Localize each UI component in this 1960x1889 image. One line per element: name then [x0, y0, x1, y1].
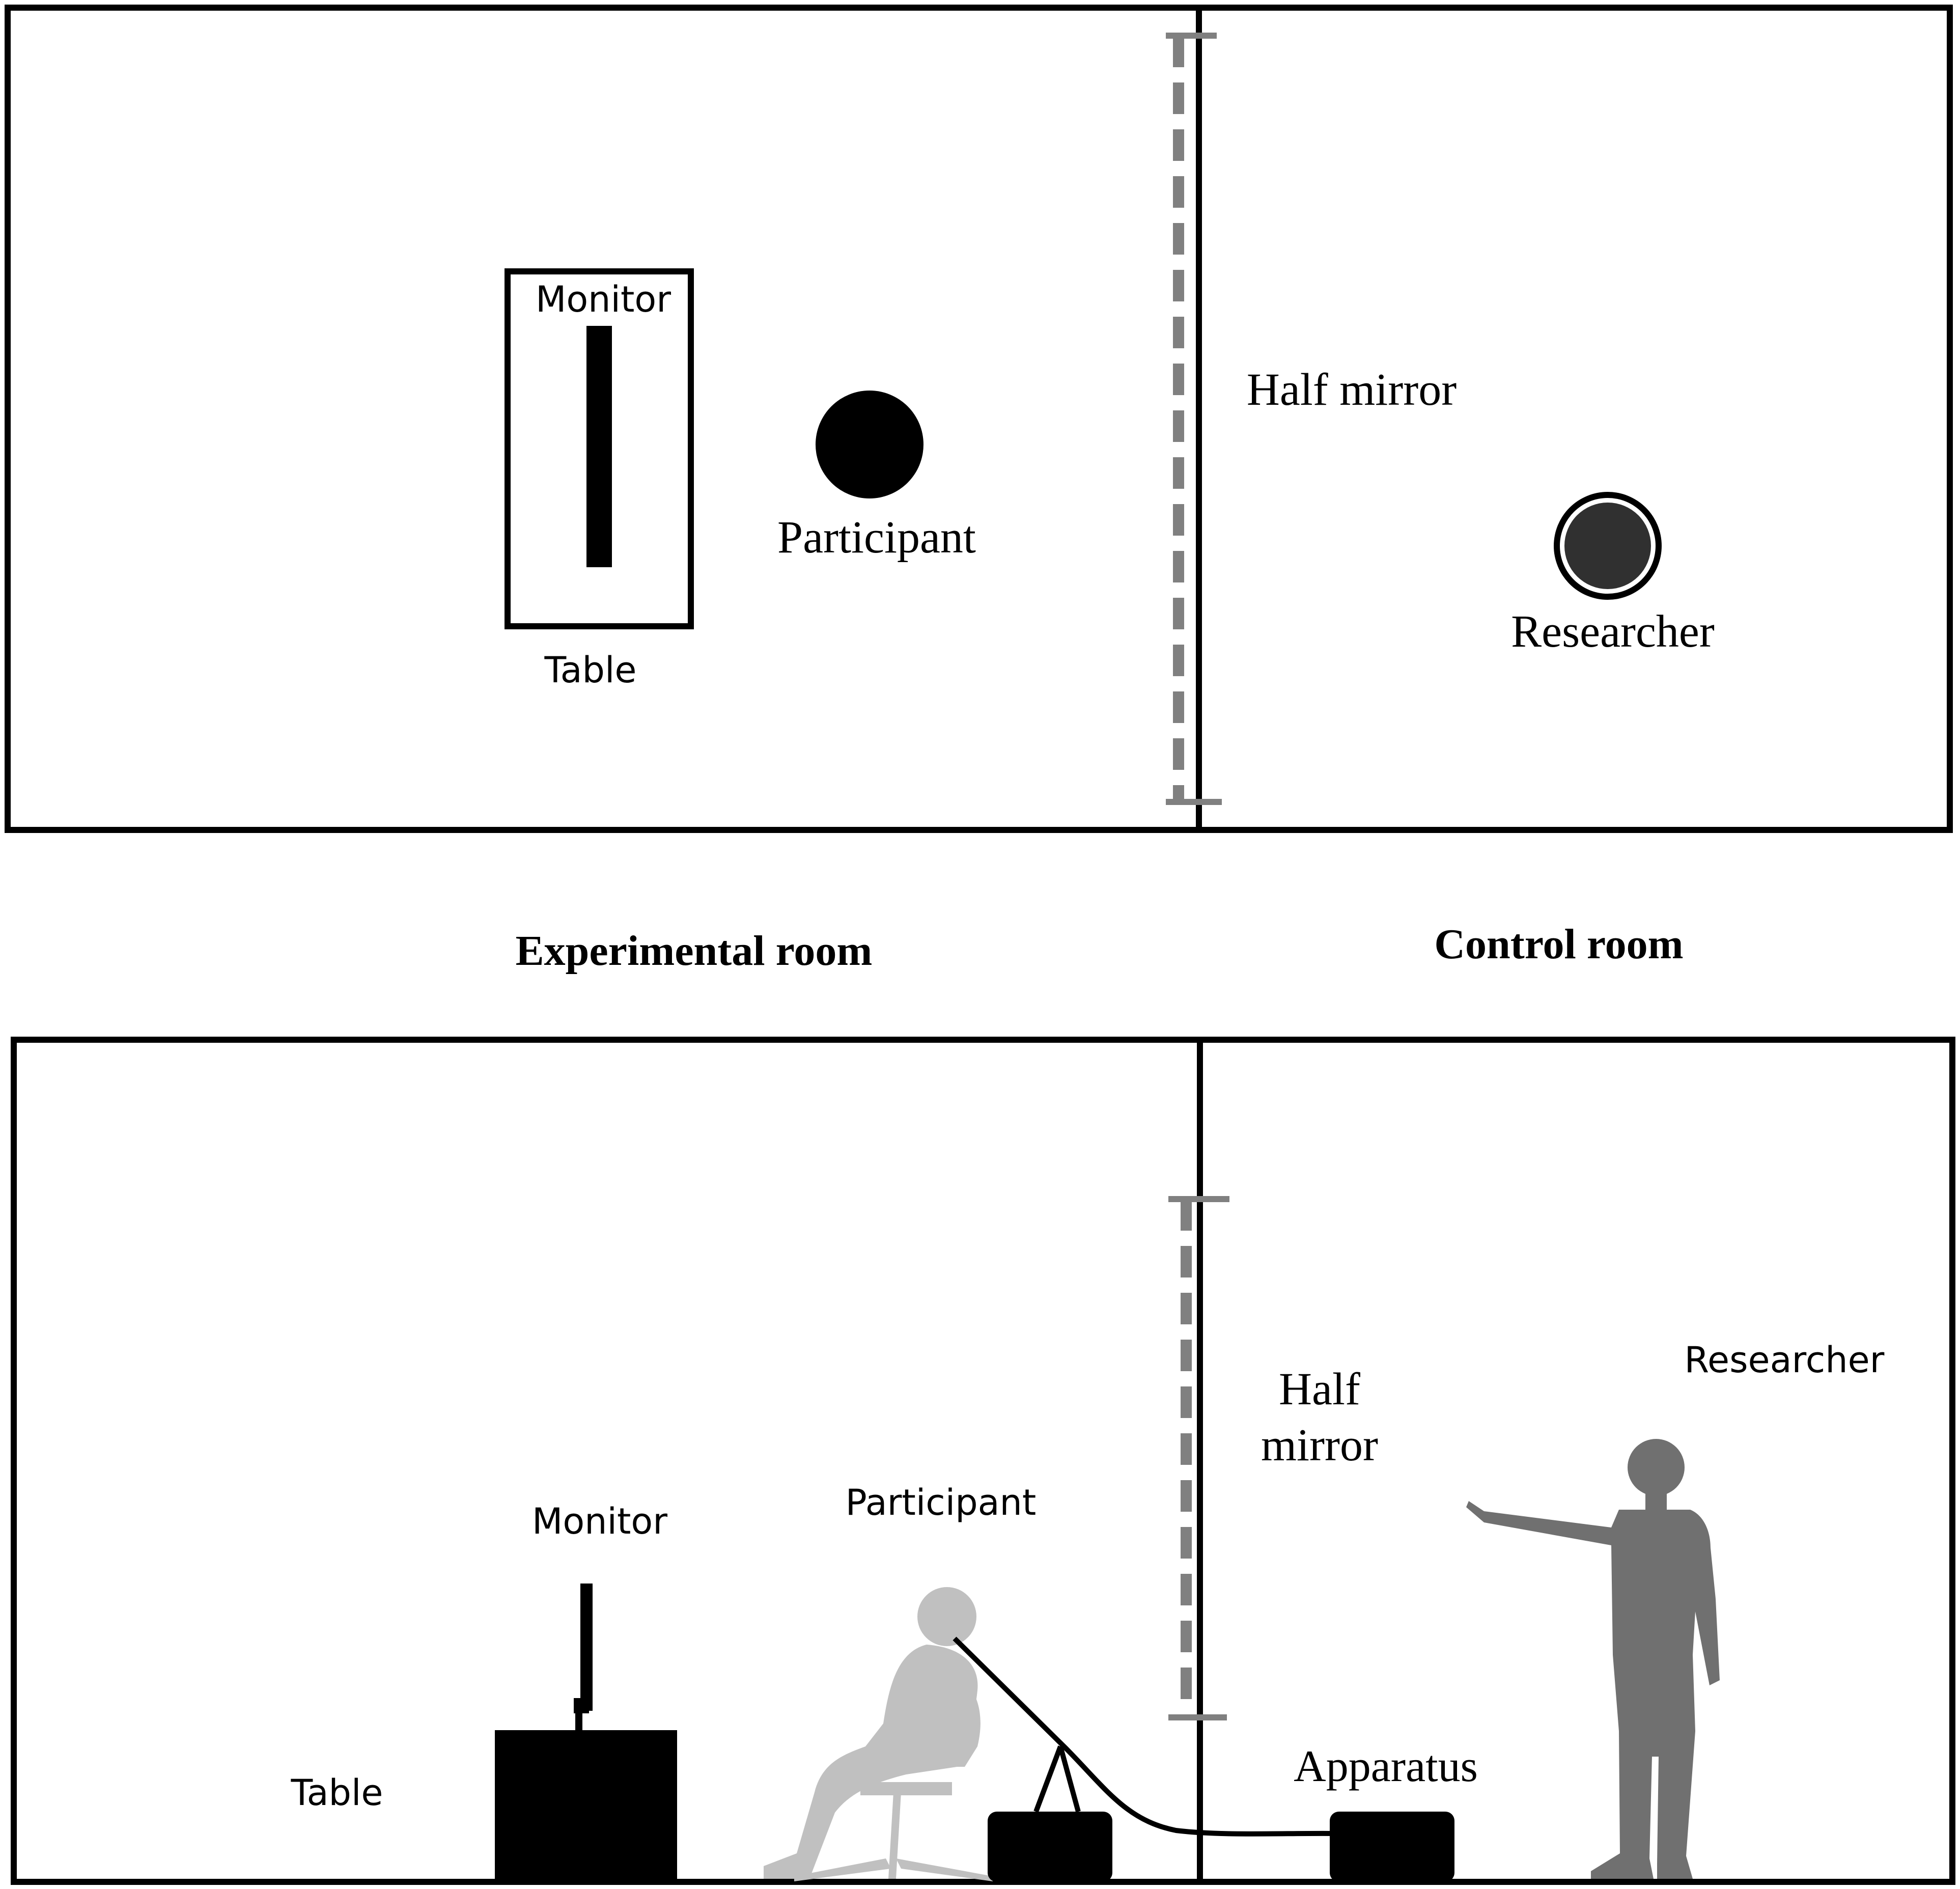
- side-table-label: Table: [290, 1772, 383, 1814]
- side-participant-label: Participant: [846, 1482, 1037, 1523]
- side-half-mirror-label-line1: Half: [1279, 1364, 1360, 1414]
- top-half-mirror-label: Half mirror: [1247, 365, 1457, 415]
- researcher-silhouette: [1466, 1439, 1720, 1879]
- apparatus-cable: [953, 1636, 1334, 1837]
- top-monitor-label: Monitor: [536, 279, 671, 320]
- side-table: [495, 1730, 677, 1882]
- top-monitor: [586, 326, 612, 567]
- side-apparatus-label: Apparatus: [1294, 1742, 1478, 1791]
- experimental-room-heading: Experimental room: [516, 927, 873, 975]
- side-monitor: [574, 1584, 593, 1731]
- side-researcher-label: Researcher: [1685, 1339, 1885, 1381]
- side-monitor-label: Monitor: [532, 1501, 667, 1542]
- top-room-outline: [5, 5, 1953, 833]
- side-view-diagram: Monitor Table Participant Apparatus Half…: [11, 1037, 1955, 1885]
- top-half-mirror: [1166, 33, 1222, 805]
- top-view-plan: Monitor Table Participant Half mirror Re…: [5, 5, 1953, 833]
- control-apparatus: [1330, 1812, 1454, 1882]
- participant-apparatus: [988, 1745, 1112, 1882]
- control-room-heading: Control room: [1434, 921, 1683, 968]
- side-half-mirror: [1168, 1196, 1229, 1720]
- top-table: [505, 268, 694, 629]
- top-researcher-label: Researcher: [1511, 606, 1715, 657]
- top-table-label: Table: [544, 649, 636, 691]
- top-researcher-marker: [1554, 492, 1662, 600]
- top-participant-marker: [816, 391, 923, 498]
- side-room-outline: [11, 1037, 1955, 1885]
- top-participant-label: Participant: [777, 512, 976, 563]
- participant-silhouette: [764, 1587, 993, 1881]
- side-half-mirror-label-line2: mirror: [1261, 1420, 1378, 1470]
